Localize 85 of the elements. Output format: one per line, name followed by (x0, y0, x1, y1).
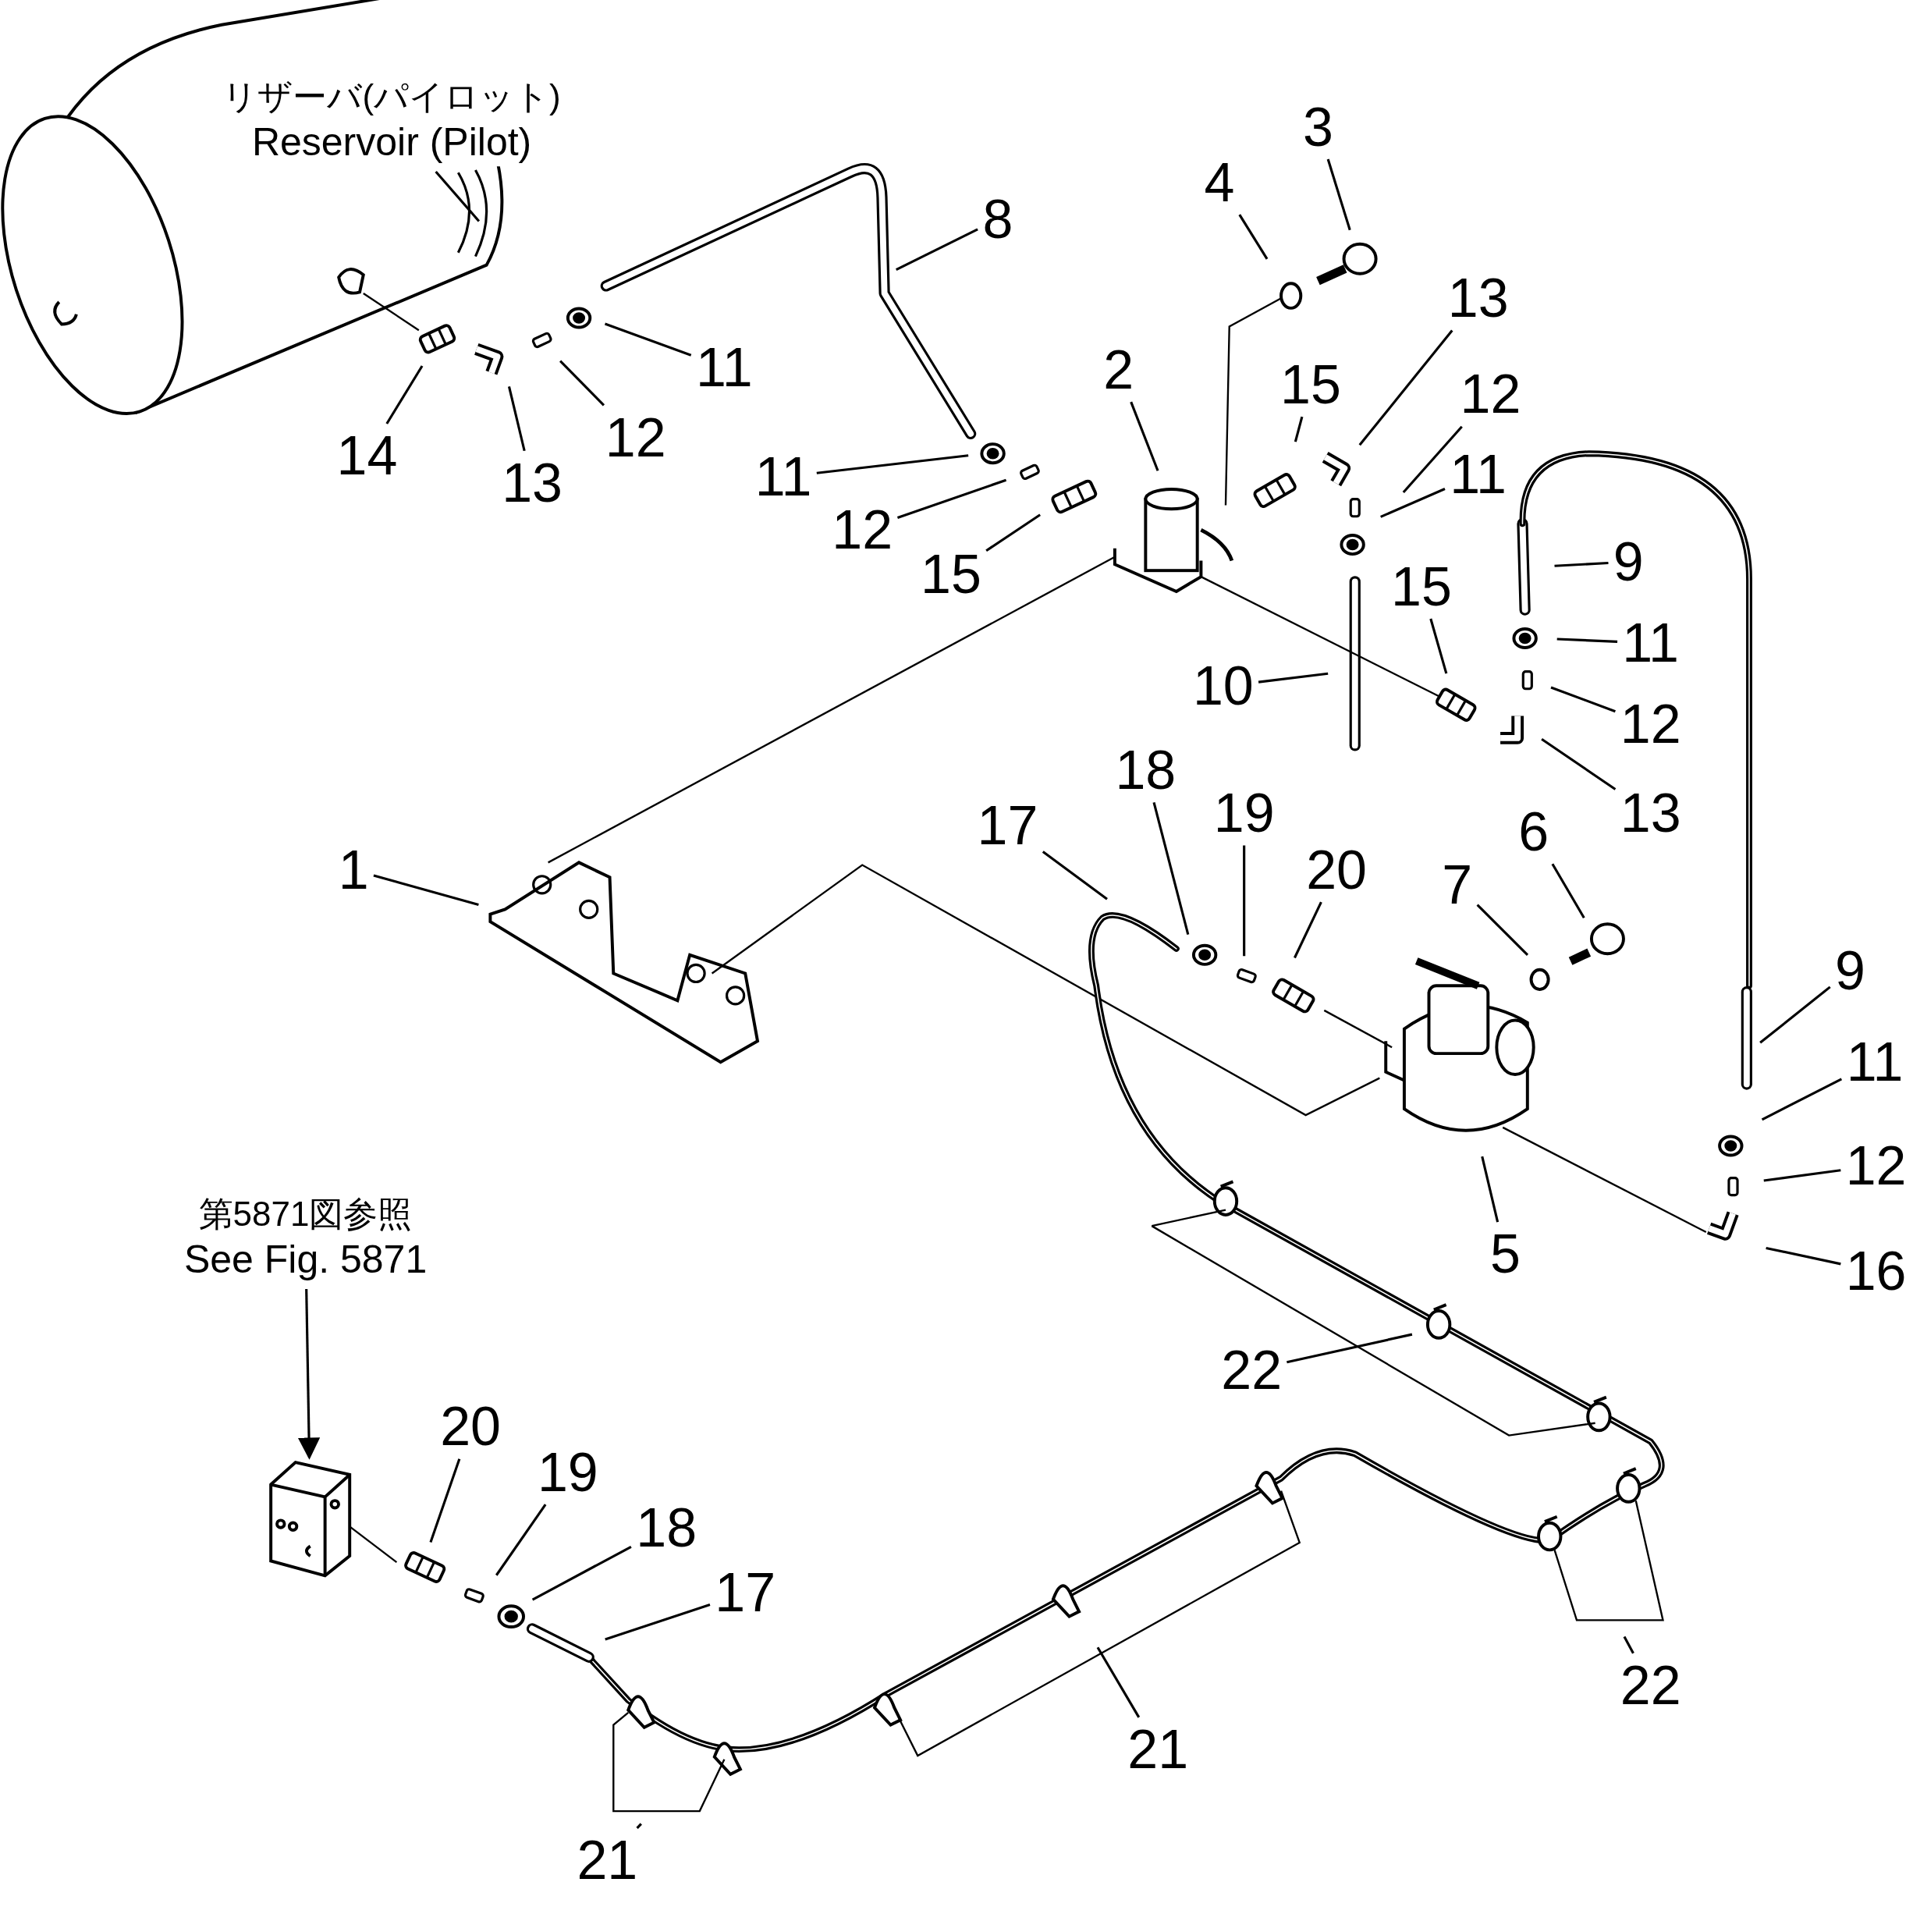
leader-line (385, 365, 424, 424)
leader-line (429, 1458, 461, 1543)
leader-line (1294, 416, 1304, 442)
leader-line (1761, 1078, 1843, 1121)
leader-line (531, 1545, 632, 1601)
leader-line (816, 454, 969, 474)
callout-number: 13 (1620, 786, 1681, 841)
callout-number: 19 (537, 1444, 598, 1500)
callout-number: 20 (1306, 842, 1367, 897)
callout-number: 9 (1835, 943, 1865, 999)
leader-line (1326, 158, 1351, 231)
callout-number: 2 (1103, 342, 1134, 397)
callout-number: 5 (1489, 1227, 1521, 1282)
callout-number: 6 (1518, 804, 1549, 859)
leader-line (1130, 401, 1159, 471)
leader-line (1481, 1156, 1500, 1223)
leader-line (605, 1603, 711, 1641)
callout-number: 15 (1391, 559, 1452, 614)
leader-line (1550, 686, 1616, 713)
callout-number: 22 (1620, 1657, 1681, 1713)
callout-number: 11 (696, 339, 753, 395)
leader-line (1294, 901, 1322, 959)
leader-line (1238, 214, 1269, 260)
leader-line (1551, 863, 1585, 919)
callout-number: 15 (1280, 357, 1341, 412)
callout-number: 12 (1845, 1138, 1907, 1193)
leader-line (636, 1823, 642, 1829)
callout-number: 4 (1204, 154, 1235, 210)
leader-line (1556, 637, 1618, 643)
callout-number: 18 (636, 1500, 697, 1555)
arrow (297, 1288, 321, 1460)
leader-line (495, 1504, 547, 1576)
callout-number: 15 (920, 546, 981, 602)
callout-number: 19 (1213, 786, 1275, 841)
callout-number: 11 (754, 449, 812, 504)
leader-line (1429, 618, 1448, 674)
leader-line (1096, 1646, 1141, 1718)
callout-number: 22 (1221, 1342, 1283, 1398)
leader-line (985, 513, 1041, 552)
callout-number: 11 (1622, 616, 1679, 671)
leader-line (1623, 1635, 1634, 1654)
leader-line (1258, 672, 1329, 684)
callout-number: 18 (1115, 742, 1177, 797)
leader-line (435, 170, 481, 222)
leader-line (1541, 737, 1617, 790)
callout-number: 9 (1613, 534, 1644, 589)
callout-number: 3 (1302, 99, 1333, 154)
callout-number: 21 (1127, 1722, 1189, 1777)
callout-number: 1 (338, 842, 369, 897)
callout-number: 17 (715, 1565, 776, 1621)
leader-line (896, 478, 1007, 519)
leader-line (1243, 845, 1246, 957)
callout-number: 12 (1460, 367, 1521, 422)
callout-number: 11 (1450, 446, 1507, 502)
callout-number: 16 (1845, 1244, 1907, 1299)
leader-line (1763, 1169, 1841, 1182)
leader-line (1152, 801, 1190, 936)
leader-line (1554, 561, 1609, 567)
callout-number: 12 (1620, 697, 1681, 752)
leader-line (1287, 1333, 1413, 1364)
leader-line (1766, 1246, 1841, 1266)
leader-line (896, 228, 978, 271)
leader-line (1759, 986, 1831, 1044)
leader-line (1402, 425, 1463, 494)
valve-block (268, 1459, 353, 1579)
callout-number: 20 (440, 1399, 502, 1454)
leader-line (559, 360, 605, 407)
leader-line (1380, 488, 1446, 518)
leader-line (604, 322, 692, 357)
callout-number: 13 (1447, 271, 1509, 326)
callout-number: 17 (977, 797, 1038, 853)
leader-line (507, 385, 526, 452)
callout-number: 10 (1192, 659, 1254, 714)
callout-number: 13 (502, 455, 563, 510)
callout-number: 11 (1846, 1035, 1904, 1089)
callout-number: 8 (982, 192, 1013, 247)
callout-number: 7 (1442, 857, 1473, 912)
leader-line (1476, 904, 1529, 957)
callout-number: 21 (577, 1833, 638, 1888)
callout-number: 12 (832, 502, 893, 557)
callout-number: 14 (336, 428, 398, 484)
leader-line (373, 874, 479, 906)
leader-line (1042, 851, 1108, 900)
callout-number: 12 (605, 410, 666, 465)
leader-line (1358, 329, 1453, 446)
